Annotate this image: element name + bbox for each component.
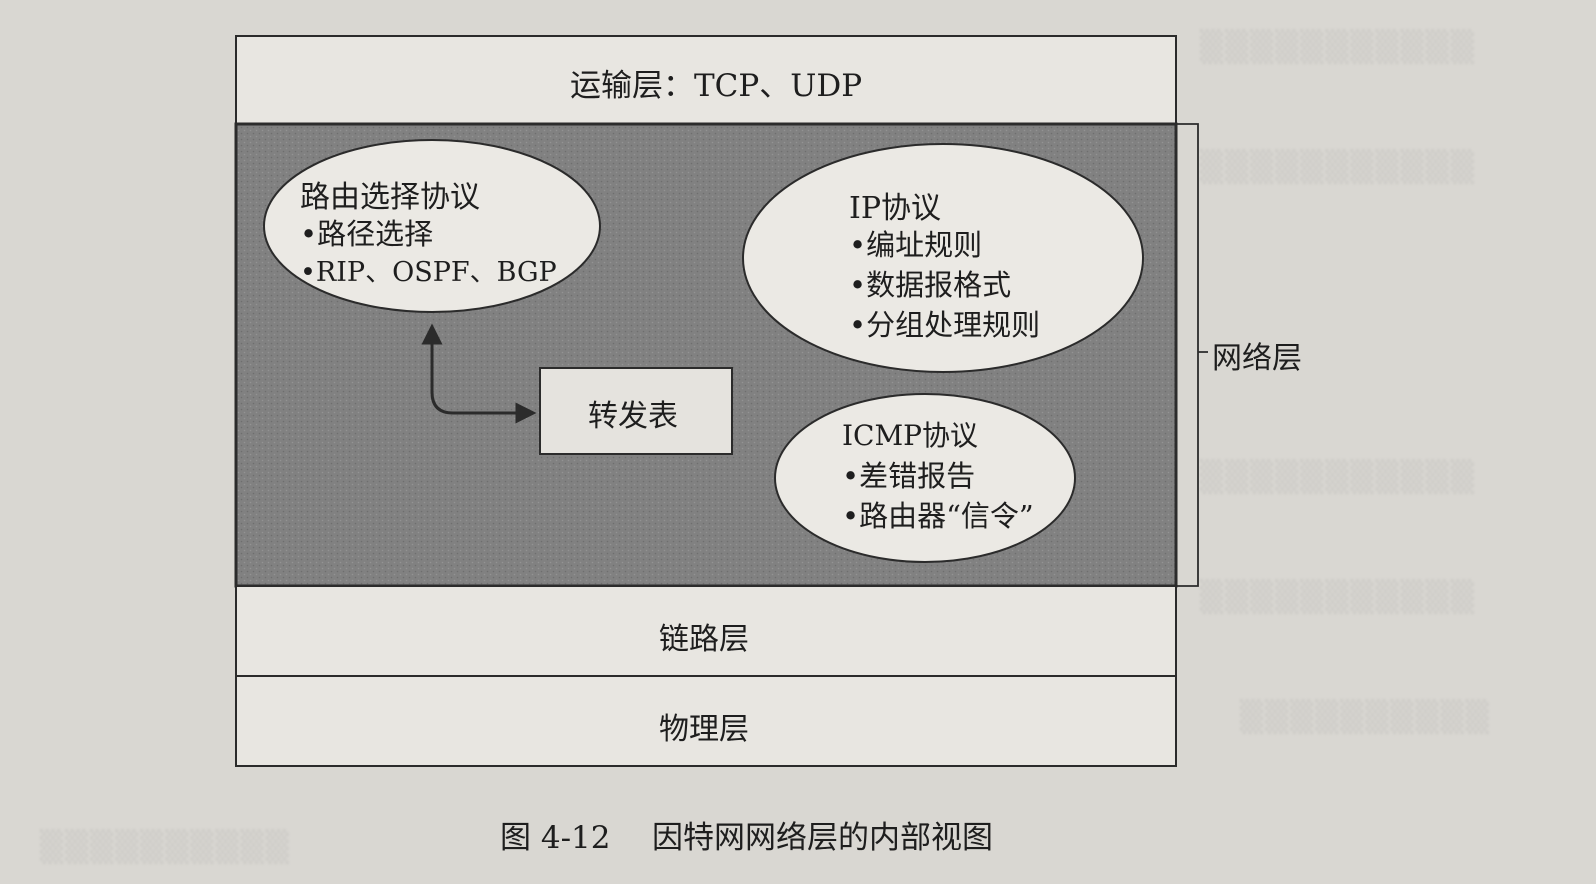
icmp-protocol-item: •差错报告	[842, 459, 976, 493]
link-layer-box	[235, 585, 1177, 677]
link-layer-label: 链路层	[659, 622, 749, 657]
routing-protocols-ellipse	[263, 139, 601, 313]
routing-protocols-title: 路由选择协议	[300, 180, 480, 215]
transport-layer-box	[235, 35, 1177, 125]
icmp-protocol-item: •路由器“信令”	[842, 499, 1034, 533]
transport-layer-label: 运输层：TCP、UDP	[570, 68, 863, 104]
ip-protocol-ellipse	[742, 143, 1144, 373]
routing-protocols-item: •RIP、OSPF、BGP	[300, 257, 557, 288]
physical-layer-label: 物理层	[659, 712, 749, 747]
bleed-through-text: ▒▒▒▒▒▒▒▒▒▒	[1240, 700, 1491, 735]
bleed-through-text: ▒▒▒▒▒▒▒▒▒▒▒	[1200, 30, 1476, 65]
icmp-protocol-ellipse	[774, 393, 1076, 563]
ip-protocol-item: •数据报格式	[849, 268, 1012, 302]
bleed-through-text: ▒▒▒▒▒▒▒▒▒▒	[40, 830, 291, 865]
bleed-through-text: ▒▒▒▒▒▒▒▒▒▒▒	[1200, 580, 1476, 615]
figure-caption-text: 因特网网络层的内部视图	[652, 820, 993, 856]
forwarding-table-box	[539, 367, 733, 455]
physical-layer-box	[235, 675, 1177, 767]
network-layer-label: 网络层	[1212, 341, 1302, 376]
bleed-through-text: ▒▒▒▒▒▒▒▒▒▒▒	[1200, 460, 1476, 495]
routing-protocols-item: •路径选择	[300, 217, 434, 251]
forwarding-table-label: 转发表	[588, 399, 678, 434]
ip-protocol-title: IP协议	[849, 191, 942, 226]
ip-protocol-item: •编址规则	[849, 228, 983, 262]
icmp-protocol-title: ICMP协议	[842, 419, 978, 452]
figure-caption-number: 图 4-12	[500, 820, 611, 856]
bleed-through-text: ▒▒▒▒▒▒▒▒▒▒▒	[1200, 150, 1476, 185]
routing-to-forwarding-arrow	[421, 323, 537, 424]
ip-protocol-item: •分组处理规则	[849, 308, 1041, 342]
network-layer-bracket	[1176, 123, 1208, 587]
